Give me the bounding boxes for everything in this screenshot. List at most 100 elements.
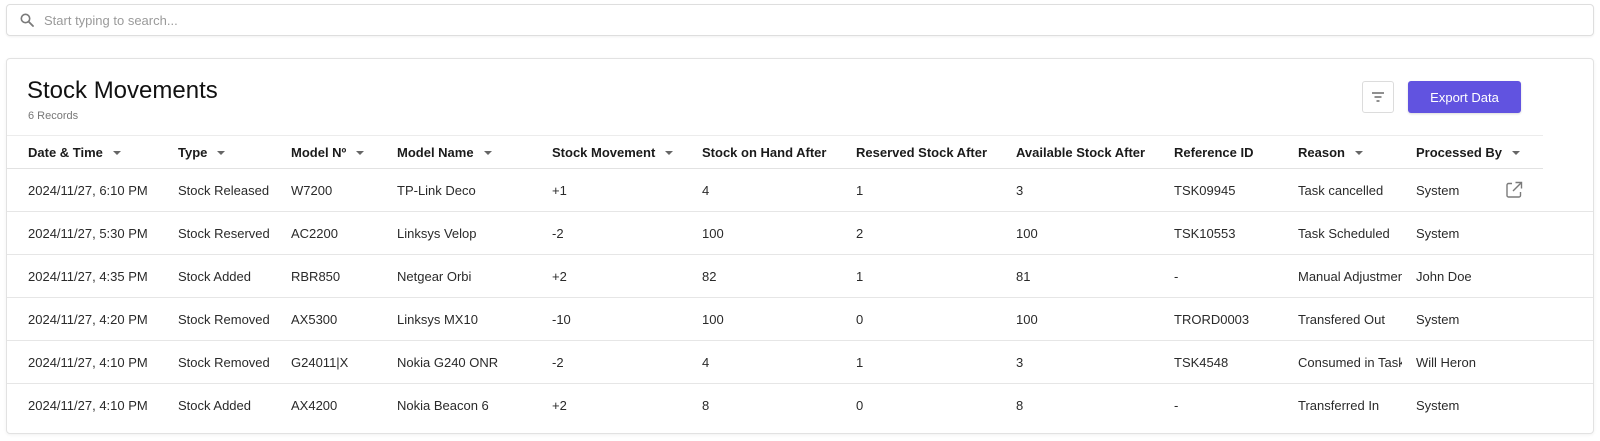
cell-type: Stock Reserved <box>178 225 270 241</box>
cell-reserved-stock-after: 1 <box>856 354 864 370</box>
cell-model-no: AX4200 <box>291 397 338 413</box>
sort-caret-icon <box>217 150 226 155</box>
cell-reserved-stock-after: 0 <box>856 397 864 413</box>
column-header-stock-movement[interactable]: Stock Movement <box>552 136 692 169</box>
cell-reason: Consumed in Task <box>1298 354 1402 370</box>
cell-stock-movement: +1 <box>552 182 567 198</box>
cell-available-stock-after: 100 <box>1016 225 1038 241</box>
cell-reserved-stock-after: 0 <box>856 311 864 327</box>
cell-model-no: AC2200 <box>291 225 338 241</box>
column-header-stock-on-hand-after: Stock on Hand After <box>702 145 827 160</box>
cell-date-time: 2024/11/27, 6:10 PM <box>28 182 148 198</box>
cell-type: Stock Removed <box>178 354 270 370</box>
cell-model-no: AX5300 <box>291 311 338 327</box>
cell-processed-by: System <box>1416 397 1460 413</box>
cell-reason: Task Scheduled <box>1298 225 1390 241</box>
cell-date-time: 2024/11/27, 4:35 PM <box>28 268 148 284</box>
filter-lines-icon <box>1371 92 1385 102</box>
cell-model-name: Nokia Beacon 6 <box>397 397 489 413</box>
sort-caret-icon <box>665 150 674 155</box>
cell-available-stock-after: 81 <box>1016 268 1031 284</box>
sort-caret-icon <box>1512 150 1520 155</box>
cell-reason: Task cancelled <box>1298 182 1384 198</box>
cell-stock-on-hand-after: 4 <box>702 354 710 370</box>
table-row[interactable]: 2024/11/27, 4:10 PM Stock Removed G24011… <box>7 341 1593 384</box>
cell-stock-movement: +2 <box>552 397 567 413</box>
column-header-model-no[interactable]: Model Nº <box>291 136 386 169</box>
table-row[interactable]: 2024/11/27, 6:10 PM Stock Released W7200… <box>7 169 1593 212</box>
cell-model-name: Nokia G240 ONR <box>397 354 499 370</box>
sort-caret-icon <box>1354 150 1363 155</box>
column-header-reason[interactable]: Reason <box>1298 136 1402 169</box>
cell-reference-id: - <box>1174 268 1179 284</box>
cell-type: Stock Added <box>178 397 251 413</box>
cell-type: Stock Removed <box>178 311 270 327</box>
external-link-icon[interactable] <box>1504 180 1524 200</box>
cell-processed-by: John Doe <box>1416 268 1472 284</box>
cell-reason: Manual Adjustment <box>1298 268 1402 284</box>
filter-button[interactable] <box>1362 81 1394 113</box>
column-header-type[interactable]: Type <box>178 136 278 169</box>
search-input[interactable] <box>44 5 1593 35</box>
cell-stock-movement: -2 <box>552 354 564 370</box>
cell-available-stock-after: 3 <box>1016 354 1024 370</box>
cell-reserved-stock-after: 1 <box>856 182 864 198</box>
cell-processed-by: Will Heron <box>1416 354 1476 370</box>
export-data-button[interactable]: Export Data <box>1408 81 1521 113</box>
cell-stock-movement: +2 <box>552 268 567 284</box>
column-header-reserved-stock-after: Reserved Stock After <box>856 145 988 160</box>
table-row[interactable]: 2024/11/27, 4:20 PM Stock Removed AX5300… <box>7 298 1593 341</box>
cell-reference-id: TSK10553 <box>1174 225 1236 241</box>
cell-reserved-stock-after: 1 <box>856 268 864 284</box>
column-header-date-time[interactable]: Date & Time <box>28 136 168 169</box>
cell-model-name: Linksys Velop <box>397 225 477 241</box>
cell-date-time: 2024/11/27, 5:30 PM <box>28 225 148 241</box>
cell-reference-id: TSK4548 <box>1174 354 1229 370</box>
sort-caret-icon <box>112 150 121 155</box>
cell-reason: Transferred In <box>1298 397 1380 413</box>
cell-reference-id: - <box>1174 397 1179 413</box>
cell-stock-on-hand-after: 100 <box>702 225 724 241</box>
page-title: Stock Movements <box>27 77 218 104</box>
cell-processed-by: System <box>1416 311 1460 327</box>
cell-model-name: TP-Link Deco <box>397 182 476 198</box>
column-header-reference-id: Reference ID <box>1174 145 1254 160</box>
cell-reason: Transfered Out <box>1298 311 1385 327</box>
cell-model-no: G24011|X <box>291 354 349 370</box>
cell-type: Stock Released <box>178 182 270 198</box>
cell-model-name: Linksys MX10 <box>397 311 478 327</box>
cell-processed-by: System <box>1416 182 1460 198</box>
cell-model-name: Netgear Orbi <box>397 268 472 284</box>
cell-stock-on-hand-after: 82 <box>702 268 717 284</box>
cell-reserved-stock-after: 2 <box>856 225 864 241</box>
sort-caret-icon <box>356 150 365 155</box>
cell-stock-on-hand-after: 4 <box>702 182 710 198</box>
cell-processed-by: System <box>1416 225 1460 241</box>
sort-caret-icon <box>483 150 492 155</box>
table-row[interactable]: 2024/11/27, 5:30 PM Stock Reserved AC220… <box>7 212 1593 255</box>
cell-available-stock-after: 100 <box>1016 311 1038 327</box>
table-row[interactable]: 2024/11/27, 4:10 PM Stock Added AX4200 N… <box>7 384 1593 427</box>
table-header: Date & Time Type Model Nº Model Name Sto… <box>7 135 1543 169</box>
cell-date-time: 2024/11/27, 4:20 PM <box>28 311 148 327</box>
record-count: 6 Records <box>28 110 79 122</box>
cell-model-no: RBR850 <box>291 268 341 284</box>
column-header-available-stock-after: Available Stock After <box>1016 145 1146 160</box>
cell-model-no: W7200 <box>291 182 333 198</box>
search-icon <box>20 13 34 27</box>
column-header-processed-by[interactable]: Processed By <box>1416 136 1520 169</box>
cell-reference-id: TSK09945 <box>1174 182 1236 198</box>
cell-stock-movement: -2 <box>552 225 564 241</box>
cell-stock-movement: -10 <box>552 311 571 327</box>
cell-type: Stock Added <box>178 268 251 284</box>
cell-reference-id: TRORD0003 <box>1174 311 1250 327</box>
column-header-model-name[interactable]: Model Name <box>397 136 542 169</box>
cell-stock-on-hand-after: 100 <box>702 311 724 327</box>
cell-date-time: 2024/11/27, 4:10 PM <box>28 354 148 370</box>
table-row[interactable]: 2024/11/27, 4:35 PM Stock Added RBR850 N… <box>7 255 1593 298</box>
search-bar[interactable] <box>6 4 1594 36</box>
cell-date-time: 2024/11/27, 4:10 PM <box>28 397 148 413</box>
cell-stock-on-hand-after: 8 <box>702 397 710 413</box>
cell-available-stock-after: 3 <box>1016 182 1024 198</box>
stock-movements-card: Stock Movements 6 Records Export Data Da… <box>6 58 1594 434</box>
